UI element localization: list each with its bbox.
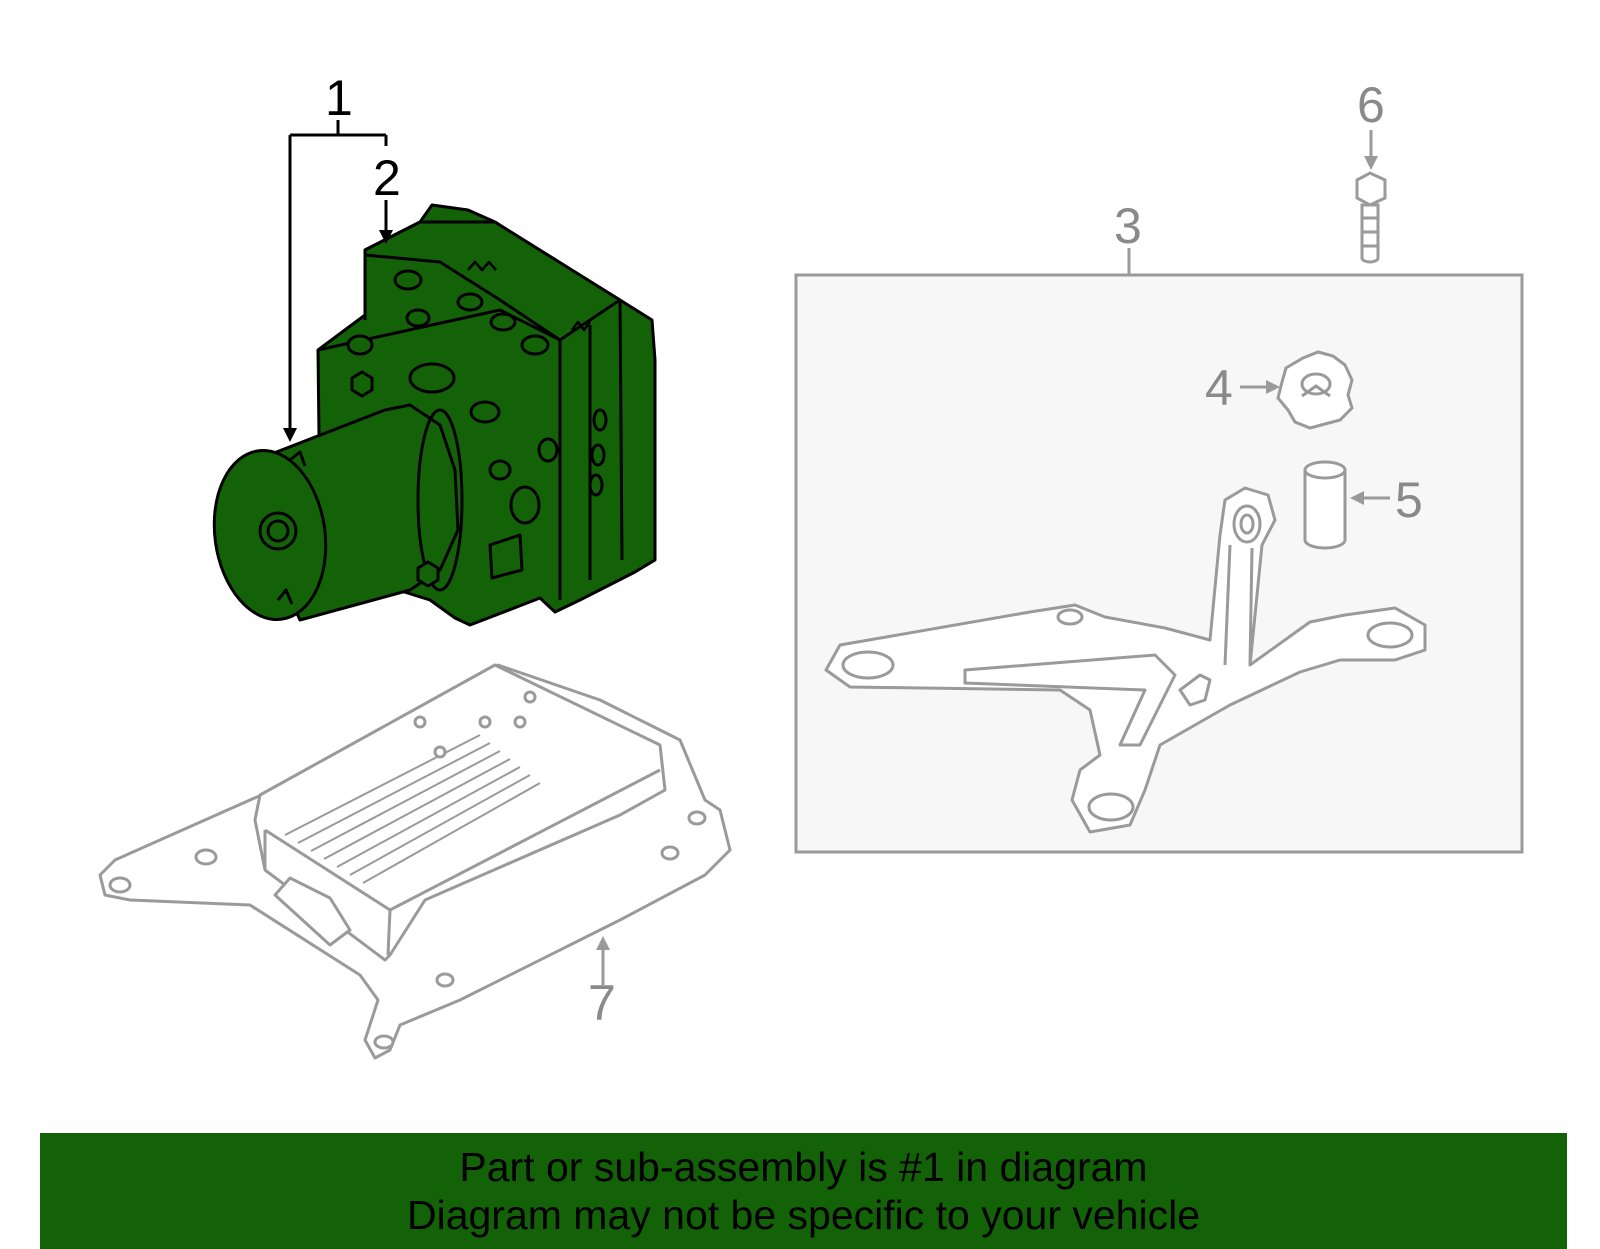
control-module-and-plate[interactable] [98,663,732,1060]
bolt-part-6[interactable] [1355,171,1387,264]
callout-6: 6 [1357,77,1385,133]
banner-line-2: Diagram may not be specific to your vehi… [406,1192,1200,1238]
bushing-part-5[interactable] [1303,460,1347,550]
abs-modulator-assembly[interactable] [204,203,657,627]
bracket-part-3[interactable] [824,486,1427,834]
kit-3-frame [794,273,1524,854]
callout-2-arrowhead [379,230,393,244]
info-banner: Part or sub-assembly is #1 in diagram Di… [40,1133,1567,1249]
callout-1-arrowhead [283,428,297,442]
callout-4-arrowhead [1266,380,1280,394]
callout-5-arrowhead [1350,491,1364,505]
callout-5: 5 [1395,472,1423,528]
banner-line-1: Part or sub-assembly is #1 in diagram [459,1144,1148,1190]
callout-1: 1 [325,70,353,126]
nut-part-4[interactable] [1276,350,1354,430]
callout-3: 3 [1114,198,1142,254]
callout-1-leader [288,120,388,430]
callout-7: 7 [588,975,616,1031]
callout-4: 4 [1205,360,1233,416]
callout-7-arrowhead [596,936,610,950]
callout-6-arrowhead [1364,156,1378,170]
callout-2: 2 [373,150,401,206]
